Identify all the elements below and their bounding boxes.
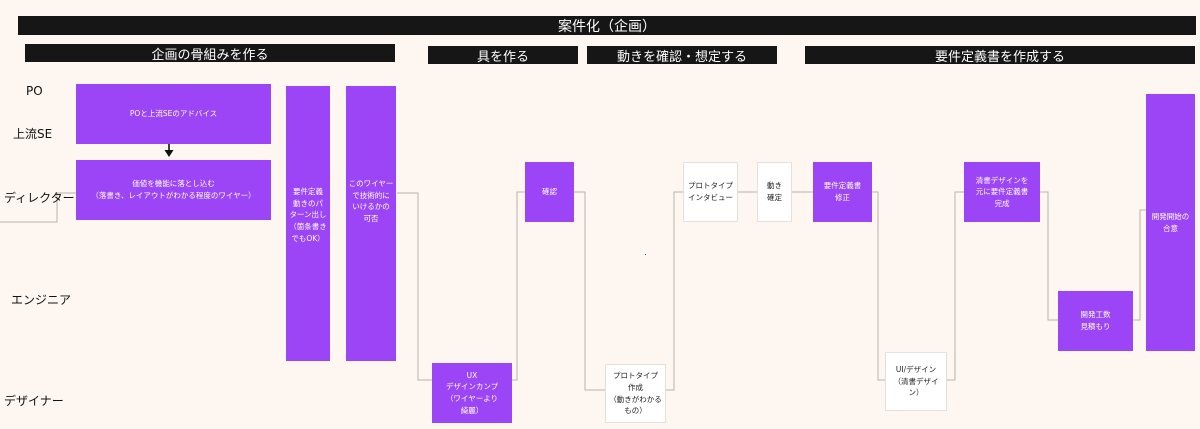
value-to-function-box: 価値を機能に落とし込む （落書き、レイアウトがわかる程度のワイヤー）: [76, 160, 271, 220]
requirement-patterns-box: 要件定義 動きのパ ターン出し （箇条書き でもOK）: [286, 86, 330, 361]
page-title: 案件化（企画）: [18, 16, 1196, 35]
prototype-create-box: プロトタイプ 作成 （動きがわかる もの）: [605, 364, 666, 423]
tech-feasibility-box: このワイヤー で技術的に いけるかの 可否: [346, 86, 396, 361]
dev-start-agreement-box: 開発開始の 合意: [1146, 94, 1195, 351]
final-requirement-box: 清書デザインを 元に要件定義書 完成: [964, 162, 1040, 222]
role-designer: デザイナー: [4, 394, 64, 408]
phase-build: 具を作る: [428, 46, 578, 65]
role-director: ディレクター: [4, 191, 75, 205]
stray-dot: [645, 254, 646, 255]
advice-box: POと上流SEのアドバイス: [76, 84, 271, 144]
prototype-interview-box: プロトタイプ インタビュー: [683, 162, 738, 222]
phase-skeleton: 企画の骨組みを作る: [25, 44, 395, 63]
estimate-box: 開発工数 見積もり: [1058, 291, 1133, 351]
role-upstream-se: 上流SE: [13, 127, 53, 141]
phase-requirements: 要件定義書を作成する: [805, 46, 1195, 65]
confirm-box: 確認: [525, 162, 574, 222]
role-engineer: エンジニア: [11, 293, 72, 307]
phase-confirm-motion: 動きを確認・想定する: [587, 46, 777, 65]
requirement-fix-box: 要件定義書 修正: [813, 162, 872, 222]
ui-design-box: UI/デザイン （清書デザイ ン）: [885, 352, 947, 411]
ux-design-comp-box: UX デザインカンプ （ワイヤーより 綺麗）: [432, 363, 512, 423]
motion-fixed-box: 動き 確定: [757, 162, 792, 222]
role-po: PO: [26, 84, 43, 98]
